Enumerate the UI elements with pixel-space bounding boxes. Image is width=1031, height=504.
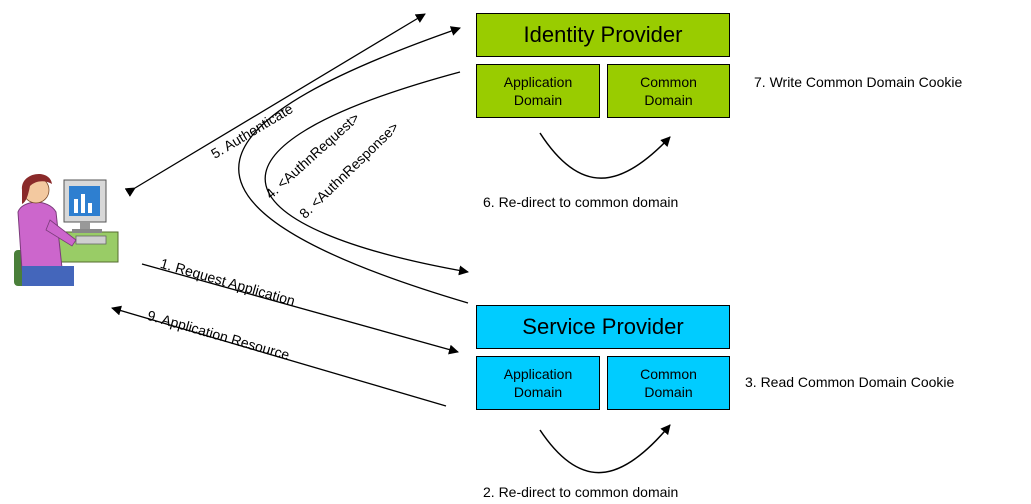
identity-provider-box: Identity Provider <box>476 13 730 57</box>
idp-redirect-curve <box>539 132 671 179</box>
sp-common-domain-box: Common Domain <box>607 356 730 410</box>
idp-common-domain-box: Common Domain <box>607 64 730 118</box>
authnresponse-arrow <box>264 71 469 276</box>
application-resource-arrow <box>111 305 447 407</box>
authnrequest-arrow <box>238 26 469 304</box>
idp-application-domain-box: Application Domain <box>476 64 600 118</box>
authenticate-arrow <box>124 13 426 197</box>
step-7-label: 7. Write Common Domain Cookie <box>754 74 963 90</box>
sp-application-domain-box: Application Domain <box>476 356 600 410</box>
request-application-arrow <box>141 263 459 355</box>
step-3-label: 3. Read Common Domain Cookie <box>745 374 955 390</box>
user-at-computer-icon <box>14 173 119 286</box>
step-6-label: 6. Re-direct to common domain <box>483 194 679 210</box>
step-2-label: 2. Re-direct to common domain <box>483 484 679 500</box>
service-provider-box: Service Provider <box>476 305 730 349</box>
sp-redirect-curve <box>539 424 671 474</box>
